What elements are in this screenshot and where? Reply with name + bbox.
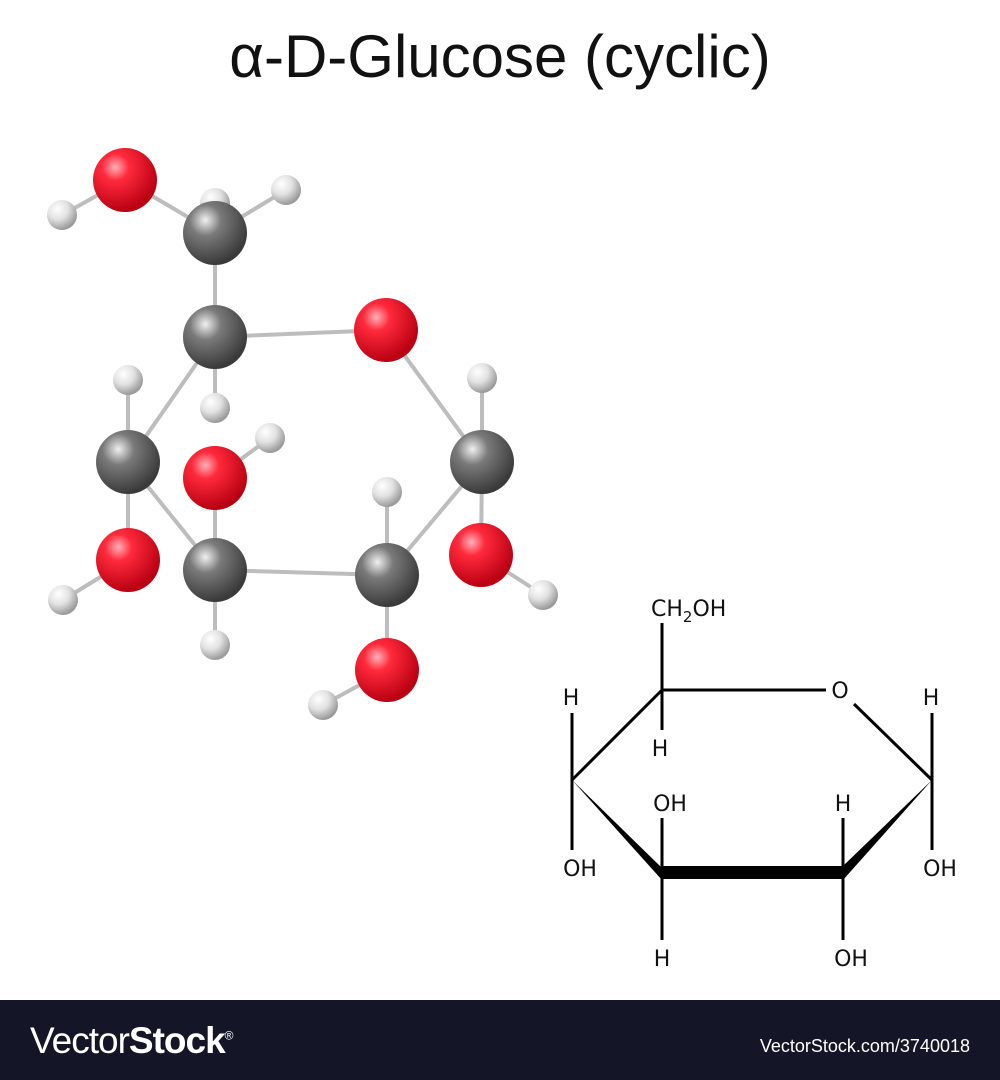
ball-and-stick-model bbox=[47, 148, 558, 720]
c4-bottom-label: OH bbox=[563, 857, 597, 882]
c3-top-label: OH bbox=[653, 792, 687, 817]
hydrogen-atom bbox=[200, 393, 230, 423]
ring-oxygen-label: O bbox=[831, 679, 848, 704]
c2-bottom-label: OH bbox=[834, 947, 868, 972]
carbon-atom bbox=[450, 430, 514, 494]
hydrogen-atom bbox=[528, 580, 558, 610]
carbon-atom bbox=[96, 430, 160, 494]
carbon-atom bbox=[183, 538, 247, 602]
page-title: α-D-Glucose (cyclic) bbox=[229, 23, 771, 90]
hydrogen-atom bbox=[48, 585, 78, 615]
carbon-atom bbox=[355, 543, 419, 607]
carbon-atom bbox=[183, 201, 247, 265]
oxygen-atom bbox=[355, 638, 419, 702]
image-url: VectorStock.com/3740018 bbox=[759, 1036, 970, 1056]
hydrogen-atom bbox=[113, 365, 143, 395]
c3-bottom-label: H bbox=[654, 947, 671, 972]
vectorstock-logo: VectorStock® bbox=[30, 1020, 233, 1061]
c4-top-label: H bbox=[563, 686, 580, 711]
hydrogen-atom bbox=[47, 200, 77, 230]
oxygen-atom bbox=[183, 446, 247, 510]
hydrogen-atom bbox=[200, 630, 230, 660]
carbon-atom bbox=[183, 305, 247, 369]
c1-bottom-label: OH bbox=[923, 857, 957, 882]
oxygen-atom bbox=[354, 298, 418, 362]
haworth-projection: CH2OH O H H OH H H OH OH H OH bbox=[563, 597, 957, 972]
hydrogen-atom bbox=[372, 477, 402, 507]
c5-bottom-label: H bbox=[652, 737, 669, 762]
hydrogen-atom bbox=[308, 690, 338, 720]
c2-top-label: H bbox=[835, 792, 852, 817]
glucose-diagram: CH2OH O H H OH H H OH OH H OH bbox=[47, 148, 957, 972]
ch2oh-label: CH2OH bbox=[651, 597, 726, 626]
c1-top-label: H bbox=[923, 686, 940, 711]
hydrogen-atom bbox=[255, 423, 285, 453]
oxygen-atom bbox=[93, 148, 157, 212]
oxygen-atom bbox=[96, 528, 160, 592]
hydrogen-atom bbox=[467, 363, 497, 393]
oxygen-atom bbox=[449, 523, 513, 587]
footer-bar: VectorStock® VectorStock.com/3740018 bbox=[0, 1000, 1000, 1080]
hydrogen-atom bbox=[271, 175, 301, 205]
